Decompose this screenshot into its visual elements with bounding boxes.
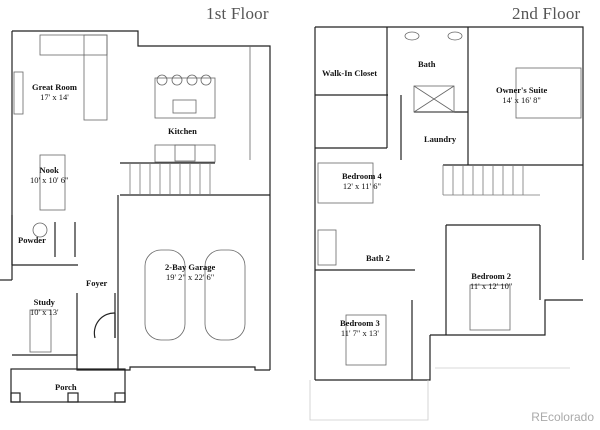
second-floor-title: 2nd Floor [512, 4, 581, 23]
first-floor-title: 1st Floor [206, 4, 269, 23]
room-powder: Powder [18, 235, 46, 245]
room-laundry: Laundry [424, 134, 457, 144]
first-floor-walls [0, 30, 271, 403]
second-floor-fixtures [317, 31, 582, 366]
first-floor-fixtures [13, 34, 251, 353]
watermark: REcolorado [531, 410, 594, 424]
room-foyer: Foyer [86, 278, 108, 288]
room-bath-2: Bath 2 [366, 253, 390, 263]
room-walk-in-closet: Walk-In Closet [322, 68, 378, 78]
room-bath: Bath [418, 59, 436, 69]
room-porch: Porch [55, 382, 77, 392]
second-floor-porch-outline [309, 367, 570, 421]
room-kitchen: Kitchen [168, 126, 197, 136]
